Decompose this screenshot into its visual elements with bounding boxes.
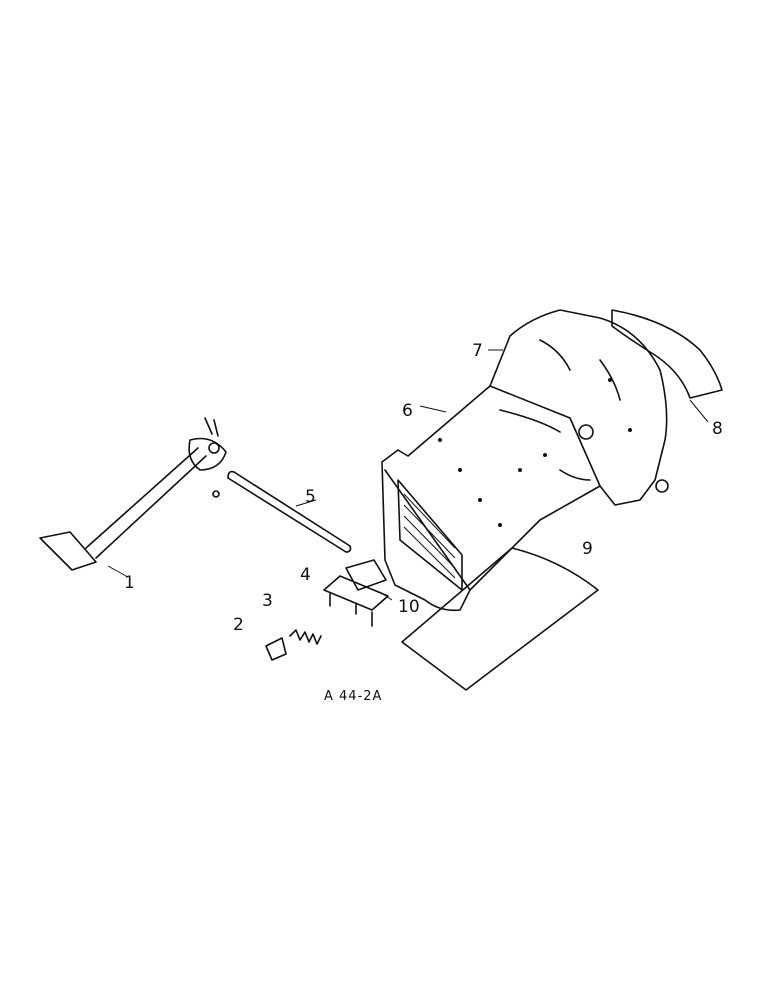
callout-1: 1 xyxy=(124,573,135,593)
housing-part xyxy=(381,309,669,612)
floor-plate-part xyxy=(401,547,599,691)
callout-9: 9 xyxy=(582,539,593,559)
clip-part xyxy=(265,637,287,661)
callout-8: 8 xyxy=(712,419,723,439)
cover-plate-part xyxy=(611,309,723,399)
lever-part xyxy=(39,417,227,571)
spring-part xyxy=(289,629,322,645)
callout-10: 10 xyxy=(398,597,420,617)
callout-6: 6 xyxy=(402,401,413,421)
callout-4: 4 xyxy=(300,565,311,585)
callouts: 1 2 3 4 5 6 7 8 9 10 xyxy=(124,341,723,635)
callout-5: 5 xyxy=(305,487,316,507)
rod-part xyxy=(227,470,352,553)
figure-id-label: A 44-2A xyxy=(324,689,382,704)
callout-3: 3 xyxy=(262,591,273,611)
callout-7: 7 xyxy=(472,341,483,361)
bracket-part xyxy=(323,559,389,627)
leader-lines xyxy=(107,349,709,601)
callout-2: 2 xyxy=(233,615,244,635)
